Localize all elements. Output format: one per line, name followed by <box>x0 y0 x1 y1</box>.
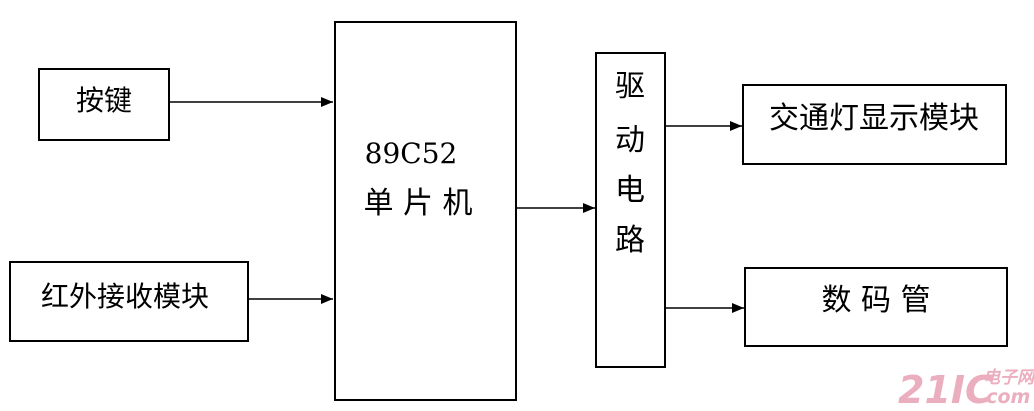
watermark-logo: 21IC 电子网 .com <box>898 368 1034 411</box>
mcu-model-label: 89C52 <box>365 137 458 170</box>
keys-label: 按键 <box>76 84 132 117</box>
traffic-display-block: 交通灯显示模块 <box>742 84 1007 165</box>
driver-circuit-block: 驱 动 电 路 <box>595 52 666 368</box>
watermark-domain: .com <box>979 386 1030 408</box>
driver-char-2: 动 <box>615 123 645 158</box>
watermark-number: 21IC <box>898 368 993 411</box>
traffic-display-label: 交通灯显示模块 <box>769 101 979 136</box>
mcu-block: 89C52 单 片 机 <box>334 21 517 401</box>
driver-char-3: 电 <box>615 173 645 208</box>
mcu-name-label: 单 片 机 <box>363 186 472 221</box>
watermark-cn: 电子网 <box>983 368 1034 388</box>
digit-tube-block: 数 码 管 <box>744 267 1008 347</box>
driver-char-1: 驱 <box>615 69 645 104</box>
ir-receiver-label: 红外接收模块 <box>41 280 209 313</box>
ir-receiver-block: 红外接收模块 <box>9 261 249 342</box>
driver-char-4: 路 <box>615 223 645 258</box>
digit-tube-label: 数 码 管 <box>821 283 930 318</box>
keys-block: 按键 <box>38 68 170 141</box>
